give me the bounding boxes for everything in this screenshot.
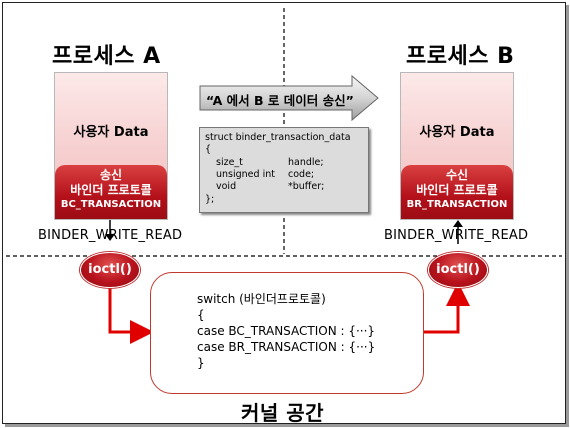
ioctl-left-node: ioctl() — [80, 252, 140, 288]
struct-header: struct binder_transaction_data — [205, 132, 351, 143]
struct-field-name: *buffer; — [288, 181, 325, 192]
struct-field-type: void — [216, 181, 237, 192]
process-a-proto-send: 송신 — [99, 168, 123, 182]
process-a-title: 프로세스 A — [52, 44, 161, 69]
kernel-line: } — [197, 356, 205, 370]
process-a-protocol: 송신 바인더 프로토콜 BC_TRANSACTION — [55, 165, 167, 219]
process-b-protocol: 수신 바인더 프로토콜 BR_TRANSACTION — [401, 165, 513, 219]
kernel-line: { — [197, 308, 205, 322]
struct-field-type: unsigned int — [216, 169, 275, 180]
process-b-data-label: 사용자 Data — [419, 125, 495, 140]
kernel-switch-box: switch (바인더프로토콜) { case BC_TRANSACTION :… — [150, 272, 424, 394]
transfer-arrow-label: “A 에서 B 로 데이터 송신” — [206, 93, 354, 108]
process-a-box: 사용자 Data 송신 바인더 프로토콜 BC_TRANSACTION — [54, 72, 168, 220]
red-flow-left — [108, 286, 154, 344]
struct-field-name: handle; — [288, 157, 324, 168]
struct-open-brace: { — [205, 144, 212, 155]
kernel-line: case BC_TRANSACTION : {···} — [197, 324, 376, 338]
process-b-proto-name: 바인더 프로토콜 — [416, 183, 498, 197]
transfer-arrow-shape — [199, 74, 379, 122]
process-b-title: 프로세스 B — [406, 44, 515, 69]
process-b-proto-recv: 수신 — [445, 168, 469, 182]
ioctl-right-node: ioctl() — [428, 252, 488, 288]
struct-close-brace: }; — [205, 194, 215, 205]
kernel-line: case BR_TRANSACTION : {···} — [197, 340, 376, 354]
kernel-line: switch (바인더프로토콜) — [197, 292, 326, 306]
process-a-proto-code: BC_TRANSACTION — [60, 199, 162, 210]
struct-field-name: code; — [288, 169, 315, 180]
struct-box: struct binder_transaction_data { size_t … — [199, 127, 369, 213]
red-flow-right — [424, 282, 470, 334]
process-b-box: 사용자 Data 수신 바인더 프로토콜 BR_TRANSACTION — [400, 72, 514, 220]
process-a-proto-name: 바인더 프로토콜 — [70, 183, 152, 197]
up-arrow-right-head — [453, 220, 463, 227]
process-b-proto-code: BR_TRANSACTION — [406, 199, 508, 210]
process-a-write-read: BINDER_WRITE_READ — [38, 228, 183, 243]
struct-field-type: size_t — [216, 157, 243, 168]
down-arrow-left-head — [105, 234, 115, 241]
kernel-space-title: 커널 공간 — [241, 401, 325, 425]
process-a-data-label: 사용자 Data — [73, 125, 149, 140]
process-b-write-read: BINDER_WRITE_READ — [384, 228, 529, 243]
